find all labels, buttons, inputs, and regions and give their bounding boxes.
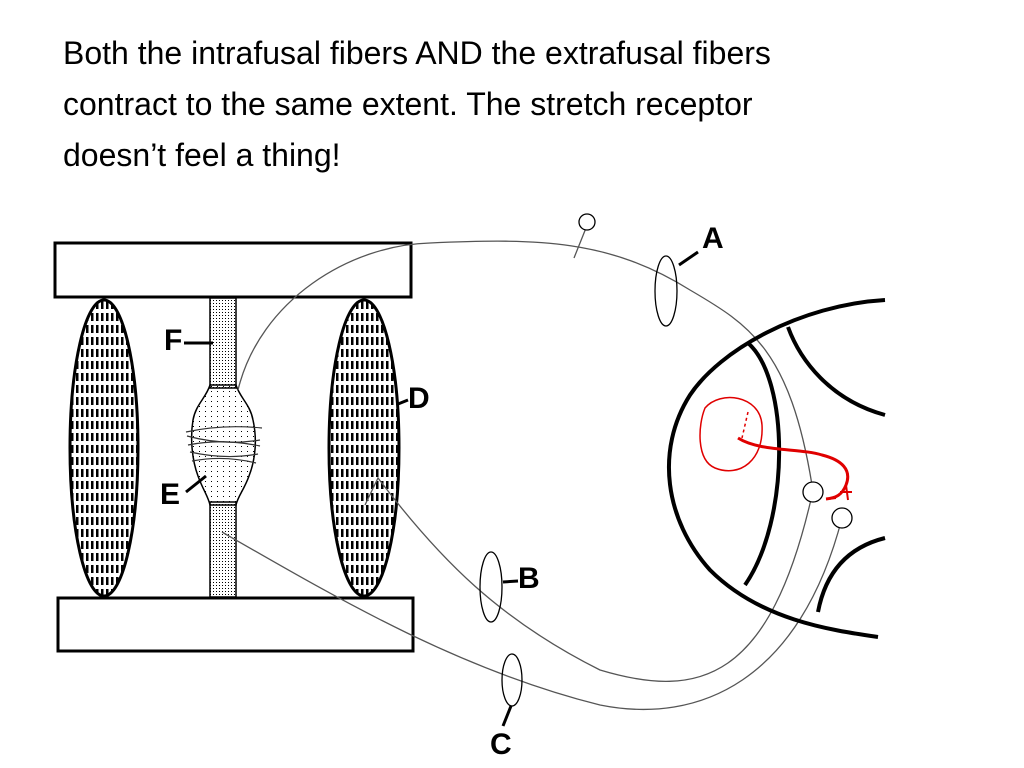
label-leaders xyxy=(184,250,699,727)
label-d: D xyxy=(408,382,430,415)
label-b: B xyxy=(518,562,540,595)
top-bone-plate xyxy=(53,241,413,299)
intrafusal-central-region xyxy=(190,384,257,506)
intrafusal-fiber-upper xyxy=(209,297,237,389)
nerve-section-b xyxy=(479,551,503,623)
annulospiral-ending xyxy=(185,426,263,464)
text-line-1: Both the intrafusal fibers AND the extra… xyxy=(63,35,771,71)
dorsal-neuron-body xyxy=(578,213,596,231)
extrafusal-fiber-left xyxy=(68,298,140,598)
intrafusal-fiber-lower xyxy=(209,501,237,598)
motor-neuron-body-1 xyxy=(802,481,824,503)
nerve-pathways xyxy=(221,227,843,711)
bottom-bone-plate xyxy=(56,596,415,653)
extrafusal-fiber-right xyxy=(327,298,401,598)
label-c: C xyxy=(490,728,512,761)
spinal-cord xyxy=(666,298,886,639)
label-a: A xyxy=(702,222,724,255)
motor-neuron-body-2 xyxy=(831,507,853,529)
text-line-3: doesn’t feel a thing! xyxy=(63,137,341,173)
text-line-2: contract to the same extent. The stretch… xyxy=(63,86,753,122)
label-e: E xyxy=(160,478,180,511)
slide-text: Both the intrafusal fibers AND the extra… xyxy=(63,28,983,181)
reflex-arc xyxy=(699,396,852,501)
nerve-section-a xyxy=(654,255,678,327)
nerve-section-c xyxy=(501,653,523,707)
label-f: F xyxy=(164,324,182,357)
